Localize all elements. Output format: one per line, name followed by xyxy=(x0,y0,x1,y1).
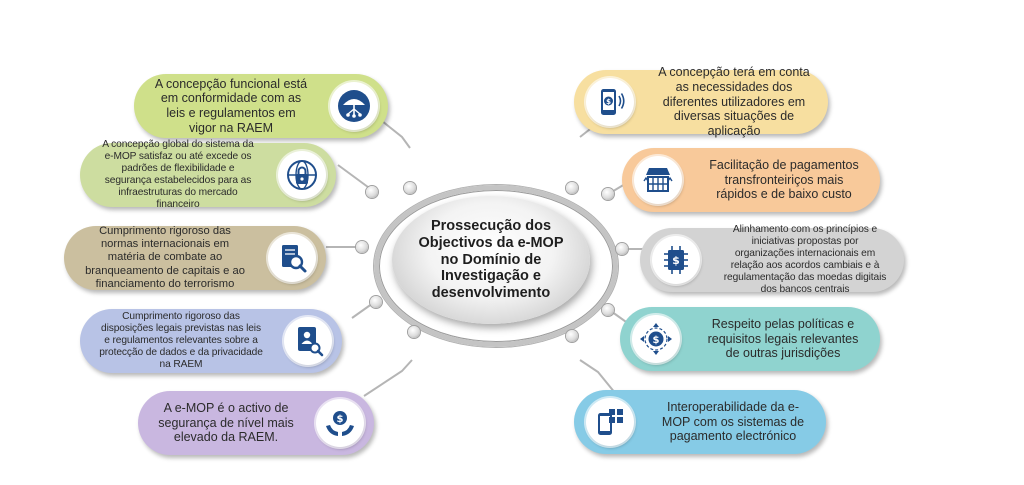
ring-dot xyxy=(408,326,420,338)
right-item-2: Facilitação de pagamentos transfronteiri… xyxy=(622,148,880,212)
connector-left-5 xyxy=(363,359,413,397)
right-item-5: Interoperabilidade da e-MOP com os siste… xyxy=(574,390,826,454)
left-item-2: A concepção global do sistema da e-MOP s… xyxy=(80,138,336,211)
left-item-5-text: A e-MOP é o activo de segurança de nível… xyxy=(158,400,294,445)
right-item-2-text: Facilitação de pagamentos transfronteiri… xyxy=(709,157,859,202)
left-item-5: A e-MOP é o activo de segurança de nível… xyxy=(138,391,374,455)
right-item-4: $ Respeito pelas políticas e requisitos … xyxy=(620,307,880,371)
ring-dot xyxy=(602,304,614,316)
ring-dot xyxy=(616,243,628,255)
right-item-1: $ A concepção terá em conta as necessida… xyxy=(574,65,828,139)
right-item-3: $ Alinhamento com os princípios e inicia… xyxy=(640,223,904,296)
ring-dot xyxy=(602,188,614,200)
ring-dot xyxy=(566,182,578,194)
left-item-1-text: A concepção funcional está em conformida… xyxy=(154,76,308,135)
svg-text:$: $ xyxy=(337,414,344,425)
left-item-4-text: Cumprimento rigoroso das disposições leg… xyxy=(99,310,263,371)
left-item-1: A concepção funcional está em conformida… xyxy=(134,74,388,138)
secure-globe-lock-icon xyxy=(278,151,326,199)
left-item-3: Cumprimento rigoroso das normas internac… xyxy=(64,224,326,290)
center-hub-title: Prossecução dos Objectivos da e-MOP no D… xyxy=(418,218,564,301)
umbrella-network-icon xyxy=(330,82,378,130)
ring-dot xyxy=(356,241,368,253)
ring-dot xyxy=(404,182,416,194)
right-item-5-text: Interoperabilidade da e-MOP com os siste… xyxy=(661,399,805,444)
market-stall-icon xyxy=(634,156,682,204)
ring-dot xyxy=(370,296,382,308)
ring-dot xyxy=(566,330,578,342)
left-item-4: Cumprimento rigoroso das disposições leg… xyxy=(80,309,342,373)
right-item-3-text: Alinhamento com os princípios e iniciati… xyxy=(723,223,887,296)
svg-text:$: $ xyxy=(653,335,660,346)
right-item-1-text: A concepção terá em conta as necessidade… xyxy=(658,65,810,139)
svg-text:$: $ xyxy=(606,98,611,106)
left-item-3-text: Cumprimento rigoroso das normas internac… xyxy=(85,224,245,290)
center-hub-ring xyxy=(374,185,618,347)
connector-left-2 xyxy=(337,164,373,191)
ring-dot xyxy=(366,186,378,198)
svg-text:$: $ xyxy=(672,254,680,267)
dollar-arrows-icon: $ xyxy=(632,315,680,363)
mobile-payment-icon: $ xyxy=(586,78,634,126)
right-item-4-text: Respeito pelas políticas e requisitos le… xyxy=(707,316,859,361)
hands-dollar-icon: $ xyxy=(316,399,364,447)
id-card-inspect-icon xyxy=(284,317,332,365)
document-magnifier-icon xyxy=(268,234,316,282)
left-item-2-text: A concepção global do sistema da e-MOP s… xyxy=(102,138,254,211)
center-hub: Prossecução dos Objectivos da e-MOP no D… xyxy=(392,196,590,324)
dollar-chip-icon: $ xyxy=(652,236,700,284)
phone-apps-icon xyxy=(586,398,634,446)
